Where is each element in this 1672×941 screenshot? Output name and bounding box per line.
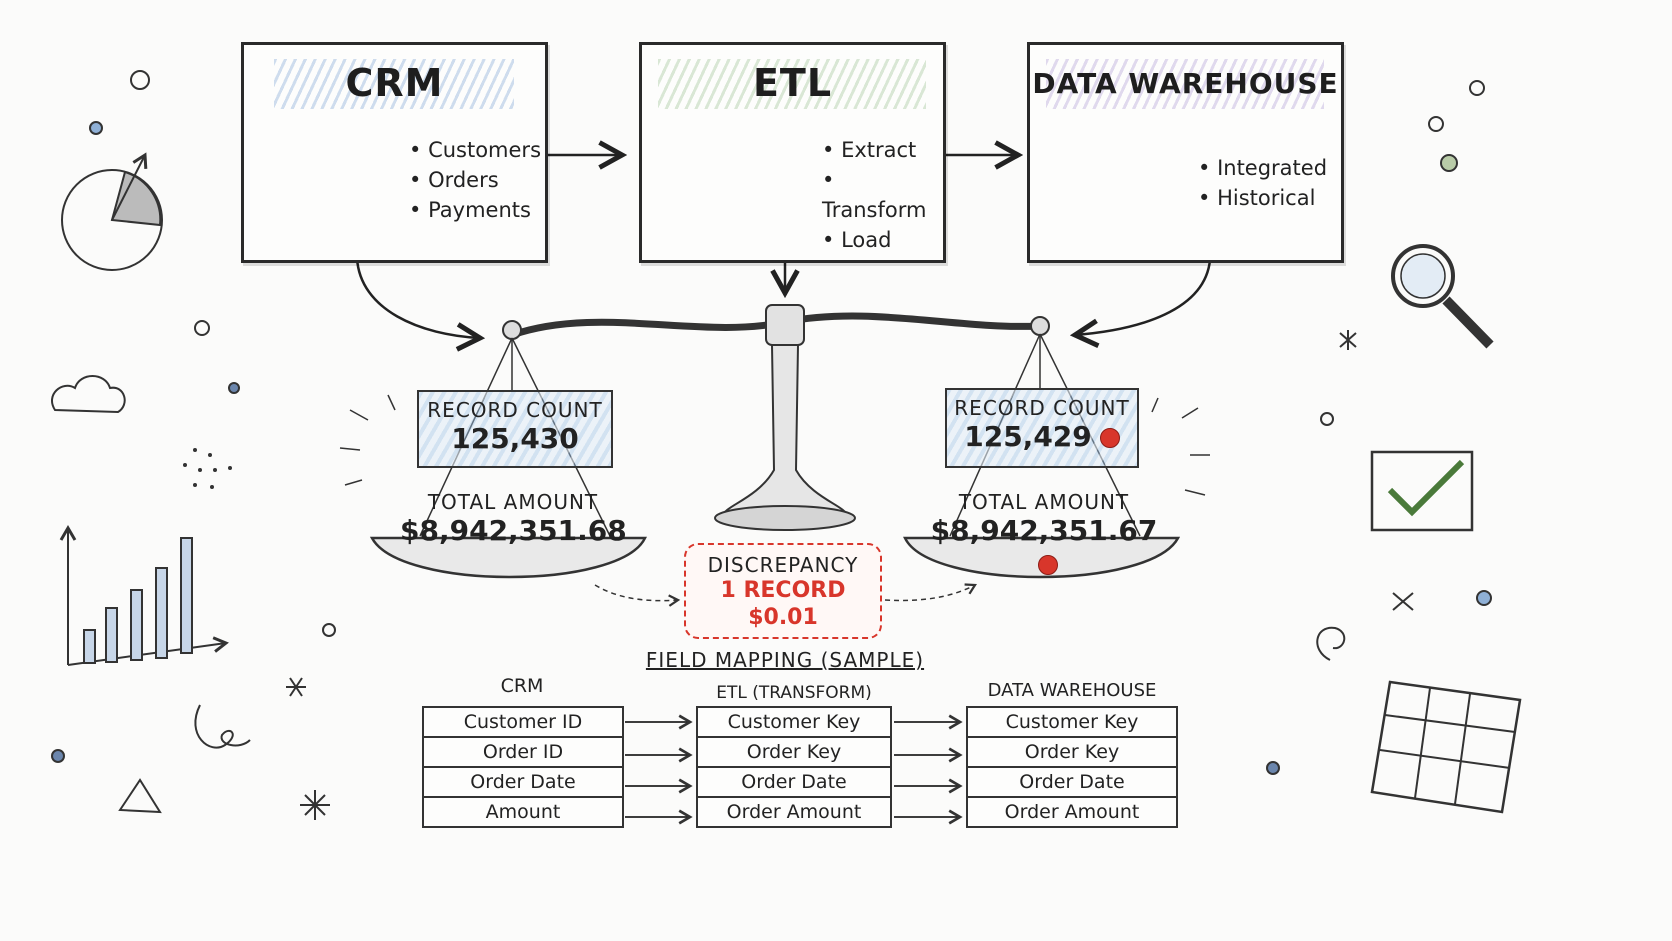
discrepancy-amount: $0.01 (748, 605, 818, 630)
warehouse-item: Integrated (1198, 153, 1327, 183)
discrepancy-label: DISCREPANCY (707, 553, 859, 577)
total-amount-label: TOTAL AMOUNT (427, 490, 599, 514)
etl-items: Extract Transform Load (822, 135, 943, 255)
table-row: Order Amount (696, 796, 892, 828)
table-row: Order Amount (966, 796, 1178, 828)
warehouse-box: DATA WAREHOUSE Integrated Historical (1027, 42, 1344, 263)
record-count-value: 125,430 (451, 422, 579, 455)
crm-box: CRM Customers Orders Payments (241, 42, 548, 263)
record-count-row: 125,429 (947, 420, 1137, 453)
warehouse-item: Historical (1198, 183, 1327, 213)
table-row: Order Date (422, 766, 624, 798)
mapping-cell: Order Amount (966, 796, 1178, 828)
mapping-cell: Customer Key (696, 706, 892, 738)
left-record-count-panel: RECORD COUNT 125,430 (417, 390, 613, 468)
total-amount-label: TOTAL AMOUNT (958, 490, 1130, 514)
mapping-cell: Order Key (696, 736, 892, 768)
mapping-table-warehouse: Customer Key Order Key Order Date Order … (966, 706, 1178, 828)
mapping-cell: Order ID (422, 736, 624, 768)
mapping-cell: Amount (422, 796, 624, 828)
mapping-table-etl: Customer Key Order Key Order Date Order … (696, 706, 892, 828)
table-row: Order Key (696, 736, 892, 768)
field-mapping-arrows (625, 714, 963, 825)
flow-arrow-crm-pan (355, 257, 480, 338)
table-row: Order ID (422, 736, 624, 768)
table-row: Amount (422, 796, 624, 828)
mapping-cell: Order Date (696, 766, 892, 798)
field-mapping-title: FIELD MAPPING (SAMPLE) (645, 648, 925, 672)
mapping-cell: Customer Key (966, 706, 1178, 738)
mapping-column-header-warehouse: DATA WAREHOUSE (987, 680, 1157, 701)
mismatch-dot-icon (1038, 555, 1058, 575)
mapping-column-header-etl: ETL (TRANSFORM) (716, 683, 872, 703)
warehouse-title-highlight (1046, 59, 1324, 109)
decorative-doodles-left (51, 70, 336, 820)
flow-arrow-warehouse-pan (1075, 259, 1212, 335)
mapping-cell: Order Amount (696, 796, 892, 828)
table-row: Order Date (966, 766, 1178, 798)
right-record-count-panel: RECORD COUNT 125,429 (945, 388, 1139, 468)
table-row: Order Key (966, 736, 1178, 768)
total-amount-value: $8,942,351.68 (400, 514, 627, 547)
left-total-amount-panel: TOTAL AMOUNT $8,942,351.68 (400, 484, 627, 558)
etl-title: ETL (752, 61, 833, 105)
mapping-table-crm: Customer ID Order ID Order Date Amount (422, 706, 624, 828)
record-count-label: RECORD COUNT (427, 398, 603, 422)
table-row: Customer Key (966, 706, 1178, 738)
mismatch-dot-icon (1099, 428, 1120, 448)
etl-title-highlight (658, 59, 926, 109)
etl-item: Extract (822, 135, 943, 165)
warehouse-items: Integrated Historical (1198, 153, 1327, 213)
mapping-cell: Order Date (422, 766, 624, 798)
crm-item: Customers (409, 135, 541, 165)
crm-title-highlight (274, 59, 514, 109)
warehouse-title: DATA WAREHOUSE (1032, 67, 1339, 100)
record-count-value: 125,429 (964, 420, 1092, 453)
mapping-column-header-crm: CRM (500, 675, 544, 697)
table-row: Customer Key (696, 706, 892, 738)
record-count-label: RECORD COUNT (954, 396, 1130, 420)
decorative-doodles-right (1266, 80, 1522, 814)
table-row: Customer ID (422, 706, 624, 738)
mapping-cell: Customer ID (422, 706, 624, 738)
mapping-cell: Order Date (966, 766, 1178, 798)
discrepancy-records: 1 RECORD (720, 578, 846, 603)
crm-title: CRM (345, 61, 444, 105)
discrepancy-callout: DISCREPANCY 1 RECORD $0.01 (684, 543, 882, 639)
crm-items: Customers Orders Payments (409, 135, 541, 225)
etl-box: ETL Extract Transform Load (639, 42, 946, 263)
total-amount-value: $8,942,351.67 (930, 514, 1158, 547)
crm-item: Orders (409, 165, 541, 195)
crm-item: Payments (409, 195, 541, 225)
total-amount-row: $8,942,351.67 (928, 514, 1160, 580)
etl-item: Transform (822, 165, 943, 225)
mapping-cell: Order Key (966, 736, 1178, 768)
etl-item: Load (822, 225, 943, 255)
table-row: Order Date (696, 766, 892, 798)
right-total-amount-panel: TOTAL AMOUNT $8,942,351.67 (928, 484, 1160, 575)
